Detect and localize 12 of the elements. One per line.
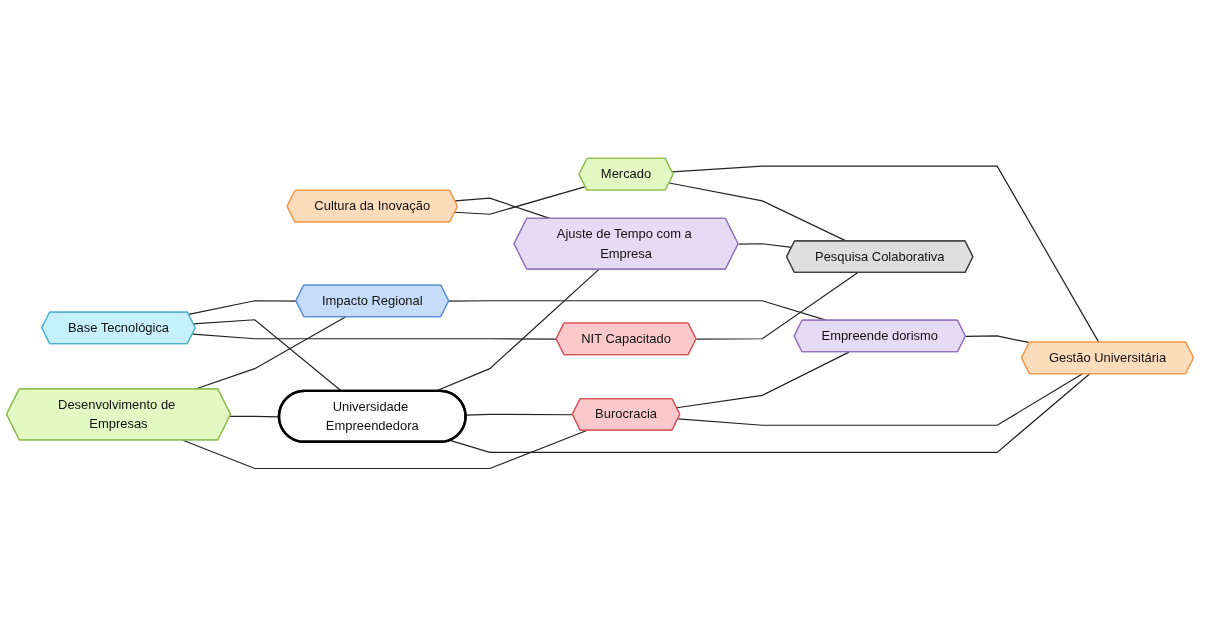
connector [677, 372, 1083, 426]
connector [182, 429, 588, 469]
connector [671, 165, 1100, 343]
connector [695, 271, 859, 340]
connector [965, 334, 1031, 343]
connector [192, 333, 558, 340]
connector [454, 185, 587, 215]
connector [449, 372, 1091, 453]
connector [188, 299, 297, 315]
connector [465, 413, 574, 416]
connector [229, 415, 280, 417]
connector [676, 351, 850, 408]
